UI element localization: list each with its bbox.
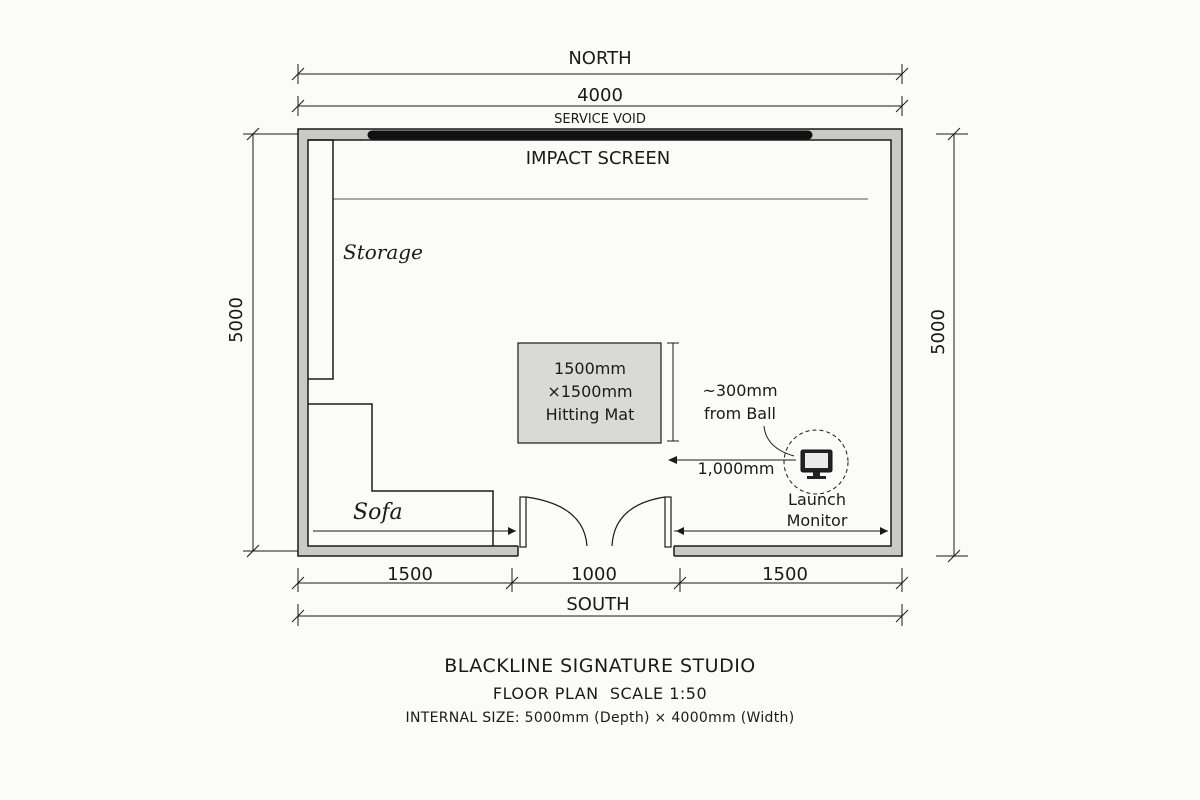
right-door-swing <box>611 496 666 547</box>
launch-monitor-icon <box>800 449 833 479</box>
launch-monitor-label-2: Monitor <box>787 511 848 530</box>
door-opening <box>518 545 674 557</box>
offset-label-line-1: ~300mm <box>702 381 777 400</box>
bottom-dimension-door: 1000 <box>571 564 617 585</box>
bottom-dimension-right: 1500 <box>762 564 808 585</box>
hitting-mat <box>517 342 662 444</box>
left-door-leaf <box>519 496 527 548</box>
room-walls <box>297 128 903 557</box>
leader-line <box>763 425 795 457</box>
right-depth-label: 5000 <box>928 309 949 355</box>
mat-size-line-1: 1500mm <box>554 359 626 378</box>
internal-size-note: INTERNAL SIZE: 5000mm (Depth) × 4000mm (… <box>405 710 795 726</box>
drawing-subtitle: FLOOR PLAN SCALE 1:50 <box>492 684 708 703</box>
mat-size-line-2: ×1500mm <box>547 382 632 401</box>
drawing-title: BLACKLINE SIGNATURE STUDIO <box>444 655 756 677</box>
left-depth-label: 5000 <box>226 297 247 343</box>
right-door-leaf <box>664 496 672 548</box>
width-dimension-label: 4000 <box>577 85 623 106</box>
storage-unit <box>308 139 334 380</box>
monitor-distance-label: 1,000mm <box>698 459 775 478</box>
bottom-dimension-left: 1500 <box>387 564 433 585</box>
north-label: NORTH <box>568 48 631 69</box>
sofa-outline <box>308 403 494 546</box>
mat-name-label: Hitting Mat <box>546 405 635 424</box>
storage-label: Storage <box>343 240 423 264</box>
service-void-label: SERVICE VOID <box>554 112 646 127</box>
sofa-label: Sofa <box>353 500 403 525</box>
south-label: SOUTH <box>566 594 629 615</box>
impact-screen-label: IMPACT SCREEN <box>526 148 671 169</box>
launch-monitor-zone <box>783 429 849 495</box>
offset-label-line-2: from Ball <box>704 404 776 423</box>
launch-monitor-label-1: Launch <box>788 490 846 509</box>
left-door-swing <box>525 496 588 547</box>
